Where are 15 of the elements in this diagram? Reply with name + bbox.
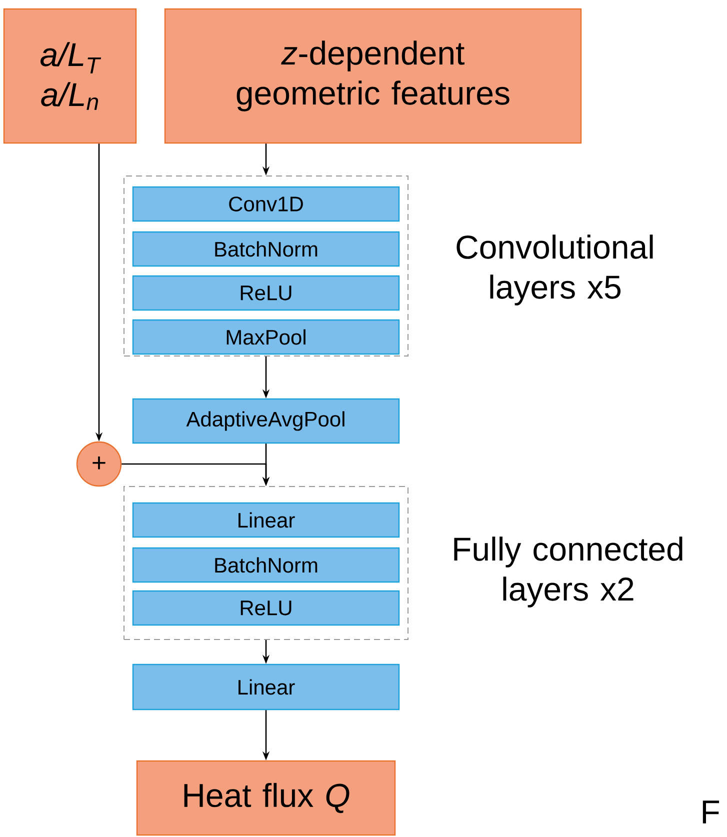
layer-box: Linear — [132, 502, 400, 538]
input-box: z-dependent geometric features — [164, 8, 582, 144]
input-box: a/L$_{T}$ a/L$_{n}$ — [3, 8, 137, 144]
layer-box: MaxPool — [132, 319, 400, 355]
group-heading: Fully connected layers x2 — [454, 536, 682, 608]
layer-box: Conv1D — [132, 186, 400, 222]
layer-box: BatchNorm — [132, 231, 400, 267]
group-heading: Convolutional layers x5 — [456, 234, 653, 306]
cut-off-text: F — [702, 800, 720, 824]
layer-box: ReLU — [132, 590, 400, 626]
layer-box: ReLU — [132, 275, 400, 311]
layer-box: AdaptiveAvgPool — [132, 398, 400, 444]
layer-box: Linear — [132, 664, 400, 710]
input-box: Heat flux Q — [136, 760, 396, 836]
layer-box: BatchNorm — [132, 547, 400, 583]
